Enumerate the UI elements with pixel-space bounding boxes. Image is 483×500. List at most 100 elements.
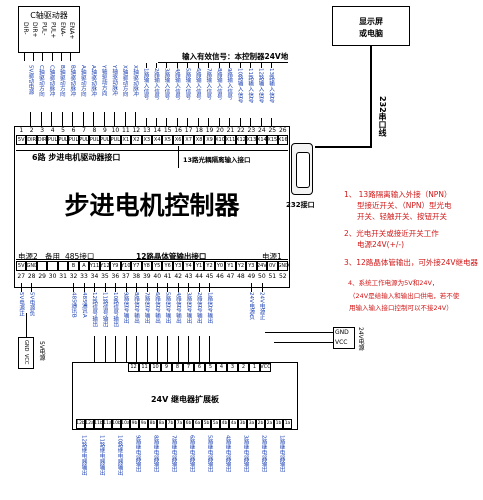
top-wire-9 — [124, 112, 126, 126]
bottom-cell-14 — [162, 261, 173, 271]
relay-top-cell-12 — [260, 363, 271, 372]
top-cell-14 — [162, 135, 173, 145]
top-num-19: 20 — [216, 127, 224, 134]
bottom-power2-label: 电源2 — [18, 252, 38, 261]
relay-feed-0 — [94, 336, 96, 362]
input-header-line — [158, 62, 288, 63]
relay-output-label-10: 2路继电器输出 — [260, 435, 267, 473]
relay-top-pin-12: VCC — [260, 364, 271, 370]
input-drop-16 — [197, 63, 199, 68]
bottom-cell-0 — [16, 261, 27, 271]
top-wire-3 — [61, 112, 63, 126]
top-num-24: 25 — [268, 127, 277, 134]
relay-bottom-cell-15 — [211, 419, 220, 429]
port232-label: 232接口 — [286, 201, 315, 209]
note-line-5: 3、12路晶体管输出，可外接24V继电器 — [344, 258, 478, 267]
bottom-num-15: 42 — [174, 273, 182, 280]
bottom-cell-2 — [36, 261, 48, 271]
bottom-num-12: 39 — [142, 273, 151, 280]
vcc-wire-h — [274, 342, 333, 343]
top-cell-4 — [57, 135, 69, 145]
top-cell-24 — [267, 135, 278, 145]
input-drop-19 — [229, 63, 231, 68]
top-wire-label-14: 4路输入信号 — [173, 68, 180, 100]
top-num-20: 21 — [226, 127, 235, 134]
relay-output-label-3: 9路继电器输出 — [134, 435, 141, 473]
left-supply-vcc: VCC — [23, 354, 29, 365]
right-supply-box: GND VCC — [333, 327, 355, 349]
relay-bottom-cell-9 — [157, 419, 166, 429]
bottom-num-21: 48 — [237, 273, 245, 280]
relay-bottom-cell-18 — [238, 419, 247, 429]
input-drop-14 — [176, 63, 178, 68]
driver-pin-wire-2 — [42, 52, 44, 61]
bottom-num-24: 51 — [268, 273, 277, 280]
bottom-pin-16: Y4 — [185, 263, 192, 269]
driver-pin-0: DIR- — [22, 22, 29, 35]
bottom-pin-22: Y3 — [248, 263, 255, 269]
bottom-power1-label: 电源1 — [262, 252, 282, 261]
left-supply-gnd: GND — [23, 340, 29, 352]
bottom-wire-6 — [104, 283, 106, 292]
relay-feed-5 — [146, 336, 148, 362]
bottom-wire-label-18: 24V电源正 — [258, 292, 265, 320]
relay-top-cell-6 — [194, 363, 205, 372]
bottom-cell-13 — [152, 261, 163, 271]
bottom-cell-12 — [141, 261, 152, 271]
bottom-pin-6: A — [82, 263, 86, 269]
top-num-8: 9 — [103, 127, 107, 134]
relay-bottom-pin-1: 12a — [85, 421, 94, 426]
input-drop-22 — [260, 63, 262, 68]
relay-feed-6 — [157, 336, 158, 362]
relay-top-pin-11: 1 — [252, 364, 257, 370]
relay-output-label-6: 6路继电器输出 — [188, 435, 195, 473]
relay-bottom-pin-8: 8b — [149, 421, 156, 426]
relay-top-cell-2 — [150, 363, 161, 372]
relay-top-pin-2: 10 — [152, 364, 159, 370]
relay-output-label-11: 1路继电器输出 — [278, 435, 285, 473]
note-line-2: 开关、轻触开关、按钮开关 — [357, 212, 447, 221]
bottom-wire-label-4: 485通讯A — [80, 292, 87, 318]
board-title: 步进电机控制器 — [64, 191, 240, 220]
driver-pin-2: PUL- — [40, 22, 48, 36]
left-supply-wire — [26, 313, 27, 337]
bottom-wire-label-0: 5V电源正 — [18, 292, 24, 317]
bottom-pin-12: Y8 — [143, 263, 150, 269]
top-pin-0: 5V — [17, 137, 25, 143]
relay-bottom-cell-8 — [148, 419, 157, 429]
top-num-1: 2 — [29, 127, 34, 134]
bottom-cell-20 — [225, 261, 236, 271]
top-cell-22 — [246, 135, 257, 145]
bottom-cell-23 — [256, 261, 268, 271]
relay-bottom-cell-14 — [202, 419, 211, 429]
relay-bottom-cell-5 — [121, 419, 130, 429]
top-wire-label-18: 8路输入信号 — [215, 68, 222, 100]
bottom-wire-label-7: 10路信号输出 — [112, 292, 119, 328]
top-wire-22 — [260, 118, 262, 126]
relay-bottom-pin-5: 10a — [121, 421, 130, 426]
bottom-wire-label-13: 4路信号输出 — [174, 292, 181, 324]
bottom-cell-11 — [131, 261, 142, 271]
input-drop-23 — [271, 63, 273, 68]
input-drop-11 — [145, 63, 147, 68]
top-wire-label-13: 3路输入信号 — [163, 68, 170, 100]
bottom-wire-14 — [188, 283, 190, 292]
top-wire-label-8: Y轴驱动脉冲 — [111, 65, 118, 97]
bottom-wire-label-3: 485通讯B — [70, 292, 77, 318]
left-supply-label: 5V电源 — [38, 341, 45, 361]
bottom-cell-25 — [277, 261, 288, 271]
relay-output-label-8: 4路继电器输出 — [224, 435, 231, 473]
note-line-4: 电源24V(+/-) — [357, 240, 405, 249]
input-drop-20 — [239, 63, 241, 68]
top-wire-2 — [51, 112, 53, 126]
bottom-wire-label-16: 1路信号输出 — [206, 292, 213, 324]
relay-bottom-pin-3: 11a — [103, 421, 112, 426]
relay-output-label-5: 7路继电器输出 — [170, 435, 177, 473]
bottom-cell-24 — [267, 261, 278, 271]
top-num-0: 1 — [19, 127, 24, 134]
top-cell-3 — [47, 135, 58, 145]
bottom-num-0: 27 — [17, 273, 26, 280]
top-wire-19 — [229, 118, 231, 126]
top-wire-6 — [93, 112, 95, 126]
driver-pin-wire-1 — [33, 52, 35, 61]
